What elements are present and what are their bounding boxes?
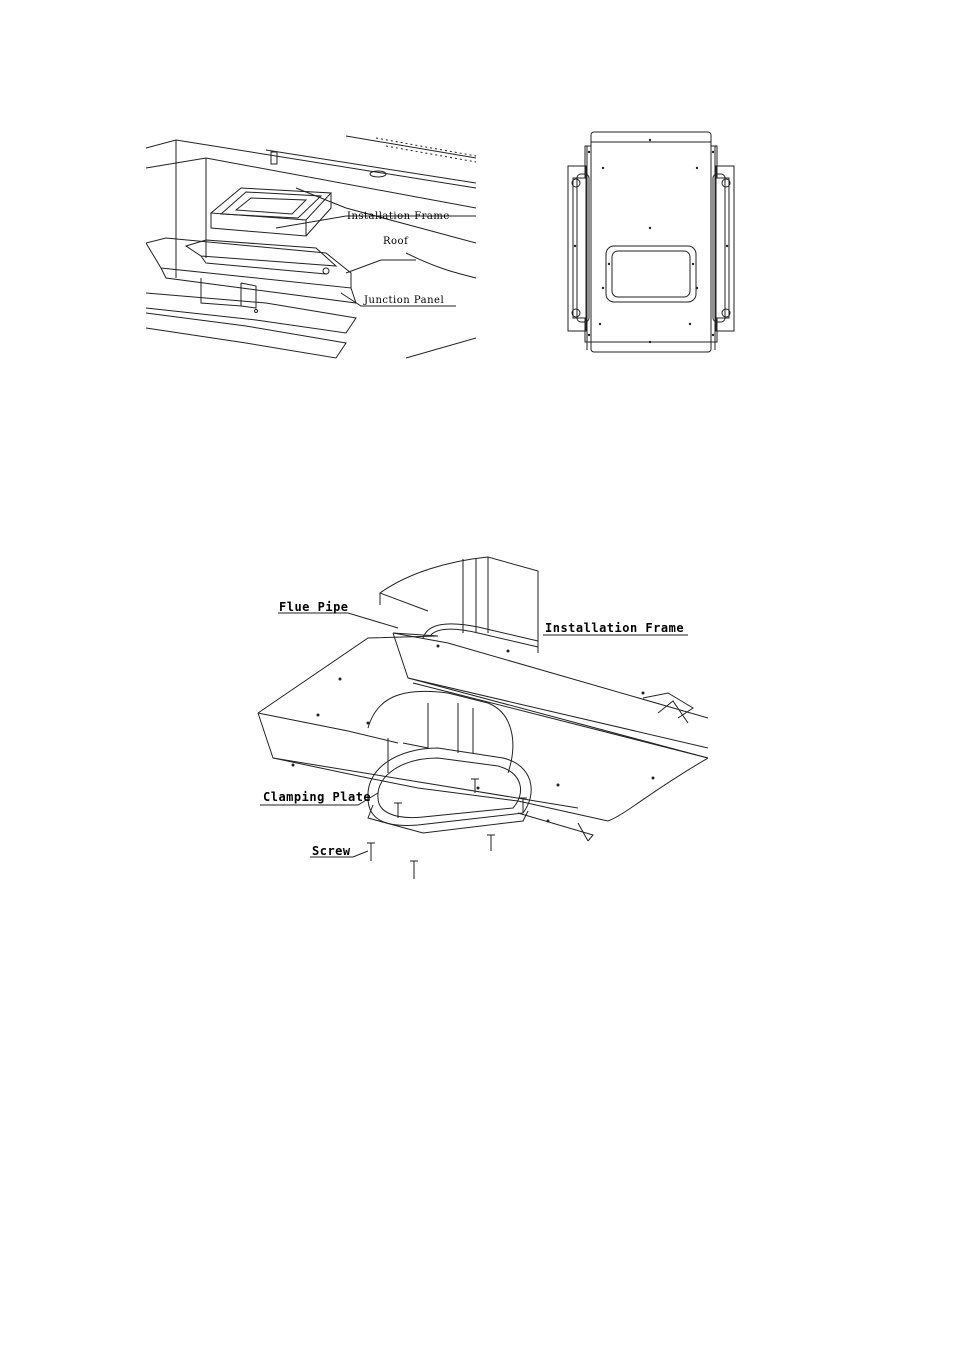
label-clamping-plate: Clamping Plate (263, 791, 371, 803)
exploded-assembly-drawing (248, 543, 708, 888)
label-flue-pipe: Flue Pipe (279, 601, 349, 613)
label-roof: Roof (383, 237, 408, 247)
label-installation-frame: Installation Frame (347, 212, 450, 222)
label-installation-frame: Installation Frame (545, 622, 684, 634)
figure-frame-top-view (565, 128, 745, 360)
screw-group (367, 779, 527, 879)
roof-assembly-drawing (146, 128, 476, 363)
figure-exploded-assembly: Flue Pipe Installation Frame Clamping Pl… (248, 543, 708, 888)
label-junction-panel: Junction Panel (364, 296, 444, 306)
figure-roof-assembly: Installation Frame Roof Junction Panel (146, 128, 476, 363)
frame-top-view-drawing (565, 128, 745, 360)
label-screw: Screw (312, 845, 351, 857)
